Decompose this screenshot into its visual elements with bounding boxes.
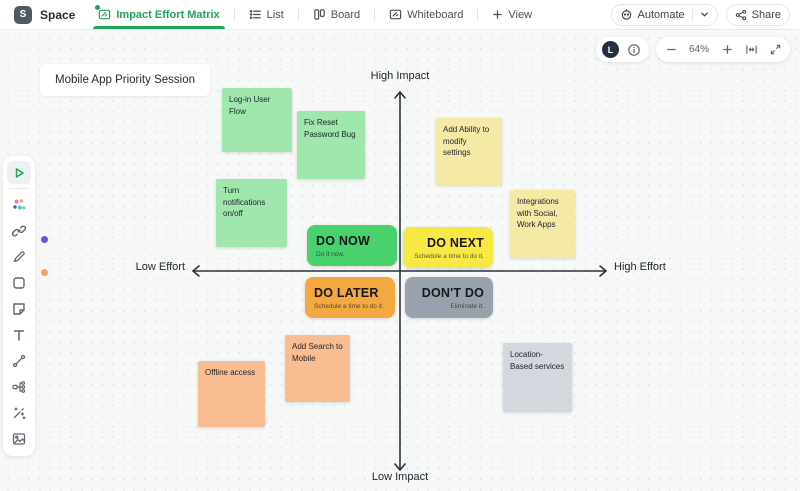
button-divider	[691, 8, 693, 21]
share-label: Share	[751, 8, 781, 21]
quadrant-box[interactable]: DON'T DO Eliminate it.	[405, 277, 493, 318]
whiteboard-canvas[interactable]: L 64%	[0, 30, 800, 491]
sticky-note[interactable]: Offline access	[198, 361, 265, 427]
sticky-note-text: Integrations with Social, Work Apps	[517, 197, 559, 230]
zoom-in-icon[interactable]	[718, 41, 736, 59]
space-name[interactable]: Space	[40, 7, 76, 22]
tab-board[interactable]: Board	[304, 0, 369, 29]
tool-panel	[3, 156, 35, 456]
sticky-note-tool[interactable]	[7, 297, 31, 320]
whiteboard-icon	[389, 8, 402, 21]
chevron-down-icon[interactable]	[700, 10, 709, 19]
sticky-note[interactable]: Add Ability to modify settings	[436, 118, 502, 185]
add-view-label: View	[508, 8, 533, 21]
share-button[interactable]: Share	[725, 3, 790, 26]
sticky-note-text: Log-in User Flow	[229, 95, 271, 116]
shape-tool[interactable]	[7, 271, 31, 294]
topbar: S Space Impact Effort Matrix List	[0, 0, 800, 30]
tab-label: Board	[330, 8, 361, 21]
quadrant-box-subtitle: Do it now.	[316, 250, 345, 258]
avatar[interactable]: L	[602, 41, 619, 58]
tab-list[interactable]: List	[240, 0, 293, 29]
canvas-controls: L 64%	[596, 37, 790, 62]
tab-separator	[477, 8, 479, 21]
zoom-out-icon[interactable]	[662, 41, 680, 59]
view-tabs: Impact Effort Matrix List Board	[89, 0, 541, 29]
sticky-note[interactable]: Location-Based services	[503, 343, 572, 412]
tab-impact-effort-matrix[interactable]: Impact Effort Matrix	[89, 0, 228, 29]
axis-label-low-impact: Low Impact	[371, 471, 429, 483]
quadrant-box[interactable]: DO NOW Do it now.	[307, 225, 397, 266]
presence-dot-purple	[41, 236, 48, 243]
sticky-note[interactable]: Turn notifications on/off	[216, 179, 287, 247]
sticky-note-text: Fix Reset Password Bug	[304, 118, 356, 139]
tab-label: Impact Effort Matrix	[116, 8, 220, 21]
tab-whiteboard[interactable]: Whiteboard	[380, 0, 472, 29]
quadrant-box-title: DON'T DO	[421, 285, 484, 300]
quadrant-box-subtitle: Eliminate it.	[450, 302, 484, 310]
tool-divider	[9, 188, 29, 189]
automate-button[interactable]: Automate	[610, 3, 718, 26]
image-tool[interactable]	[7, 427, 31, 450]
quadrant-box[interactable]: DO NEXT Schedule a time to do it.	[403, 227, 493, 268]
magic-wand-tool[interactable]	[7, 401, 31, 424]
fit-width-icon[interactable]	[742, 41, 760, 59]
zoom-pill: 64%	[656, 37, 790, 62]
quadrant-box-title: DO NOW	[316, 233, 370, 248]
quadrant-box-title: DO LATER	[314, 285, 379, 300]
quadrant-box-title: DO NEXT	[427, 235, 484, 250]
connector-tool[interactable]	[7, 349, 31, 372]
clickup-blocks-tool[interactable]	[7, 193, 31, 216]
whiteboard-stage: Mobile App Priority Session High Impact …	[0, 30, 800, 491]
presence-pill: L	[596, 37, 649, 62]
sticky-note[interactable]: Fix Reset Password Bug	[297, 111, 365, 179]
share-icon	[735, 9, 747, 21]
tab-separator	[297, 8, 299, 21]
automate-icon	[620, 8, 633, 21]
tab-separator	[233, 8, 235, 21]
sticky-note[interactable]: Log-in User Flow	[222, 88, 292, 152]
sticky-note[interactable]: Integrations with Social, Work Apps	[510, 190, 575, 258]
sticky-note-text: Location-Based services	[510, 350, 565, 371]
space-logo[interactable]: S	[14, 5, 32, 24]
tab-label: List	[266, 8, 284, 21]
quadrant-box-subtitle: Schedule a time to do it.	[314, 302, 384, 310]
board-icon	[313, 8, 326, 21]
sticky-note-text: Add Search to Mobile	[292, 342, 343, 363]
zoom-level[interactable]: 64%	[688, 44, 709, 55]
presence-dot-orange	[41, 269, 48, 276]
pen-tool[interactable]	[7, 245, 31, 268]
quadrant-box-subtitle: Schedule a time to do it.	[414, 252, 484, 260]
board-title[interactable]: Mobile App Priority Session	[40, 64, 210, 96]
link-tool[interactable]	[7, 219, 31, 242]
list-icon	[249, 8, 262, 21]
text-tool[interactable]	[7, 323, 31, 346]
axis-label-low-effort: Low Effort	[135, 261, 185, 273]
whiteboard-icon	[95, 5, 111, 21]
quadrant-box[interactable]: DO LATER Schedule a time to do it.	[305, 277, 395, 318]
tab-label: Whiteboard	[407, 8, 464, 21]
tab-separator	[374, 8, 376, 21]
fullscreen-icon[interactable]	[766, 41, 784, 59]
sticky-note-text: Add Ability to modify settings	[443, 125, 490, 158]
mind-map-tool[interactable]	[7, 375, 31, 398]
sticky-note[interactable]: Add Search to Mobile	[285, 335, 350, 402]
sticky-note-text: Turn notifications on/off	[223, 186, 266, 219]
axis-label-high-impact: High Impact	[370, 70, 430, 82]
add-view-button[interactable]: View	[483, 0, 541, 29]
automate-label: Automate	[637, 8, 685, 21]
select-tool[interactable]	[7, 161, 31, 184]
active-view-dot	[95, 5, 101, 10]
info-icon[interactable]	[625, 41, 643, 59]
plus-icon	[492, 9, 503, 20]
axis-label-high-effort: High Effort	[614, 261, 666, 273]
sticky-note-text: Offline access	[205, 368, 256, 377]
